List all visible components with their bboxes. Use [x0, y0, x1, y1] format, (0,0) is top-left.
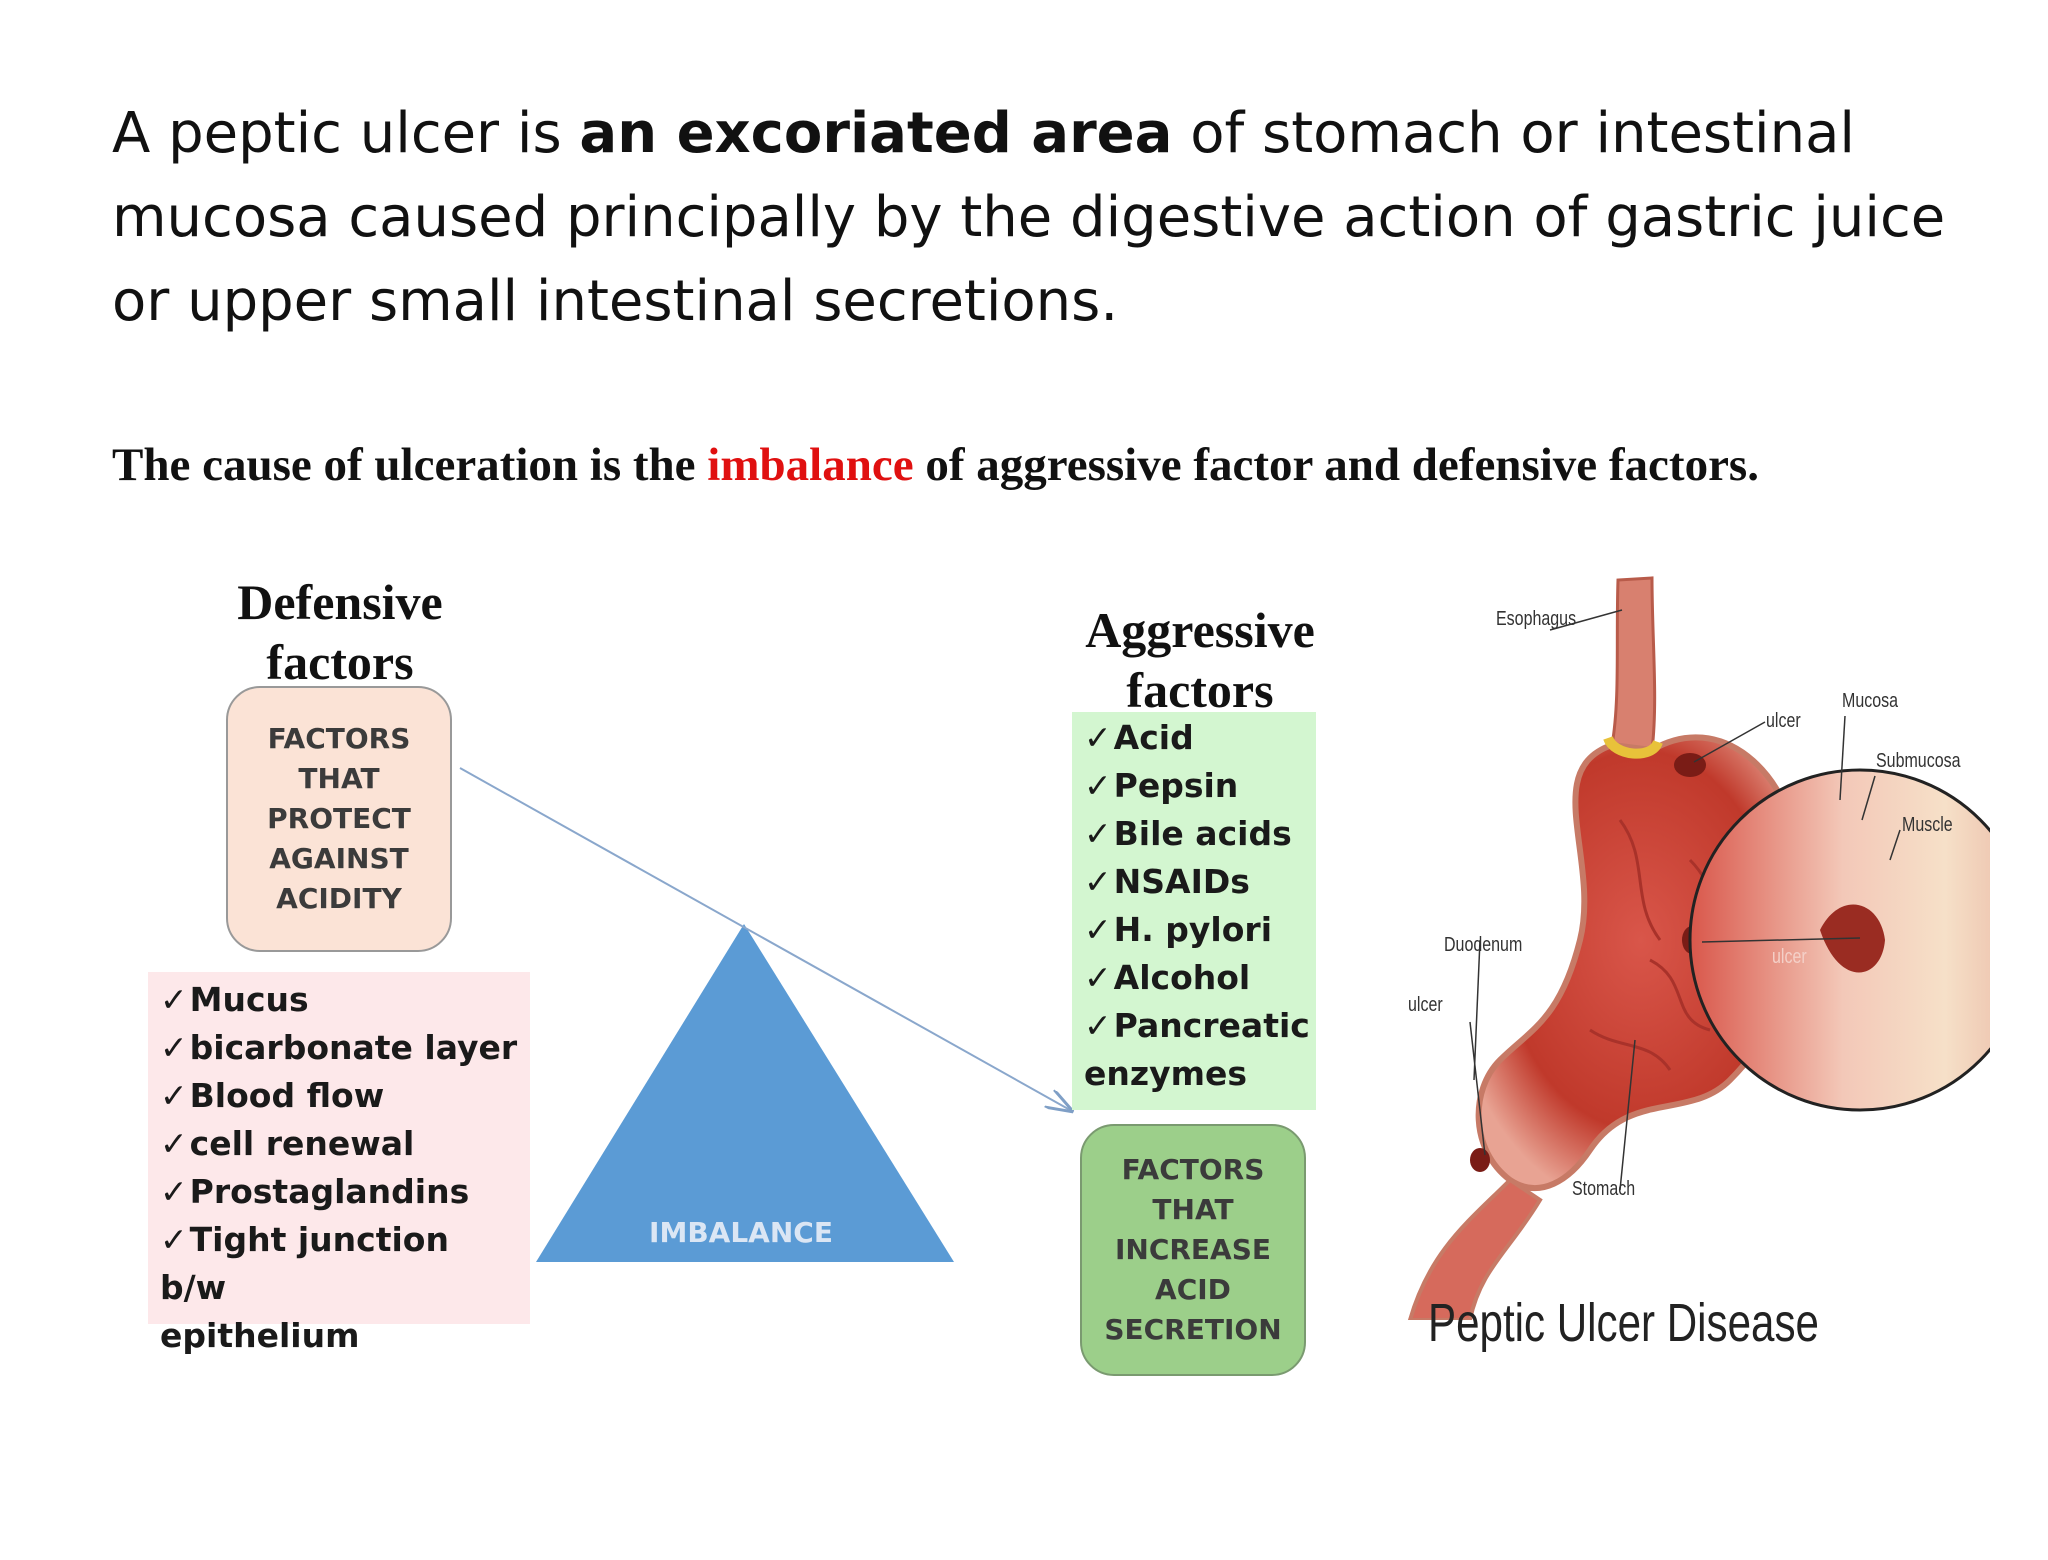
check-icon: ✓	[1084, 718, 1112, 757]
check-icon: ✓	[1084, 862, 1112, 901]
cause-text-2: of aggressive factor and defensive facto…	[913, 439, 1759, 491]
list-item-label: epithelium	[160, 1316, 360, 1355]
leader-line	[1839, 715, 1846, 801]
leader-line	[1693, 721, 1766, 763]
esophagus-shape	[1610, 576, 1657, 752]
definition-text-1: A peptic ulcer is	[112, 101, 580, 166]
label-submucosa: Submucosa	[1876, 750, 1961, 772]
list-item: ✓Acid	[1084, 714, 1312, 762]
leader-line	[1861, 775, 1876, 821]
defensive-heading: Defensive factors	[237, 574, 443, 690]
list-item: ✓H. pylori	[1084, 906, 1312, 954]
check-icon: ✓	[1084, 958, 1112, 997]
list-item-label: Pepsin	[1113, 766, 1239, 805]
label-mucosa: Mucosa	[1842, 690, 1899, 712]
list-item-label: Prostaglandins	[189, 1172, 470, 1211]
list-item: ✓bicarbonate layer	[160, 1024, 524, 1072]
check-icon: ✓	[160, 1220, 188, 1259]
cause-text-1: The cause of ulceration is the	[112, 439, 708, 491]
aggressive-heading: Aggressive factors	[1085, 602, 1315, 718]
list-item-label: H. pylori	[1113, 910, 1273, 949]
list-item-continuation: enzymes	[1084, 1050, 1312, 1098]
list-item-label: Alcohol	[1113, 958, 1251, 997]
check-icon: ✓	[160, 1172, 188, 1211]
list-item-label: Bile acids	[1113, 814, 1292, 853]
sphincter-shape	[1603, 735, 1663, 759]
check-icon: ✓	[160, 980, 188, 1019]
definition-paragraph: A peptic ulcer is an excoriated area of …	[112, 92, 1972, 344]
list-item-label: Pancreatic	[1113, 1006, 1310, 1045]
label-stomach: Stomach	[1572, 1178, 1636, 1200]
leader-line	[1619, 1039, 1636, 1191]
list-item-label: NSAIDs	[1113, 862, 1250, 901]
definition-text-2: of stomach or intestinal mucosa caused p…	[112, 101, 1946, 334]
label-ulcer-mid: ulcer	[1772, 946, 1807, 968]
label-ulcer-left: ulcer	[1408, 994, 1443, 1016]
cause-highlight-imbalance: imbalance	[707, 439, 914, 491]
protect-box-text: FACTORS THAT PROTECT AGAINST ACIDITY	[267, 722, 411, 915]
list-item-label: Mucus	[189, 980, 309, 1019]
imbalance-triangle	[536, 924, 954, 1262]
leader-line	[1889, 829, 1901, 861]
label-ulcer-top: ulcer	[1766, 710, 1801, 732]
definition-bold-term: an excoriated area	[579, 101, 1173, 166]
aggressive-factors-list: ✓Acid ✓Pepsin ✓Bile acids ✓NSAIDs ✓H. py…	[1072, 712, 1316, 1110]
list-item: ✓Mucus	[160, 976, 524, 1024]
illustration-caption: Peptic Ulcer Disease	[1428, 1293, 1819, 1353]
list-item-label: Tight junction b/w	[160, 1220, 449, 1307]
list-item: ✓Prostaglandins	[160, 1168, 524, 1216]
imbalance-label: IMBALANCE	[649, 1216, 833, 1249]
leader-line	[1469, 1021, 1486, 1156]
list-item-label: bicarbonate layer	[189, 1028, 518, 1067]
list-item: ✓Pepsin	[1084, 762, 1312, 810]
list-item: ✓Alcohol	[1084, 954, 1312, 1002]
check-icon: ✓	[1084, 1006, 1112, 1045]
list-item: ✓Pancreatic	[1084, 1002, 1312, 1050]
check-icon: ✓	[1084, 814, 1112, 853]
list-item-label: Blood flow	[189, 1076, 385, 1115]
stomach-illustration	[1407, 576, 1990, 1320]
leader-line	[1549, 609, 1623, 631]
balance-beam-arrow	[459, 767, 1070, 1110]
ulcer-spot-top	[1674, 753, 1706, 777]
check-icon: ✓	[160, 1124, 188, 1163]
label-esophagus: Esophagus	[1496, 608, 1577, 630]
list-item: ✓NSAIDs	[1084, 858, 1312, 906]
list-item: ✓Blood flow	[160, 1072, 524, 1120]
list-item-label: Acid	[1113, 718, 1194, 757]
check-icon: ✓	[160, 1028, 188, 1067]
gastric-folds	[1589, 819, 1741, 1071]
label-duodenum: Duodenum	[1444, 934, 1523, 956]
duodenum-shape	[1407, 1177, 1543, 1320]
list-item-label: cell renewal	[189, 1124, 415, 1163]
protect-against-acidity-box: FACTORS THAT PROTECT AGAINST ACIDITY	[226, 686, 452, 952]
check-icon: ✓	[1084, 766, 1112, 805]
label-muscle: Muscle	[1902, 814, 1953, 836]
cause-sentence: The cause of ulceration is the imbalance…	[112, 438, 2012, 492]
check-icon: ✓	[160, 1076, 188, 1115]
increase-acid-secretion-box: FACTORS THAT INCREASE ACID SECRETION	[1080, 1124, 1306, 1376]
defensive-factors-list: ✓Mucus ✓bicarbonate layer ✓Blood flow ✓c…	[148, 972, 530, 1355]
leader-line	[1473, 939, 1481, 1081]
increase-box-text: FACTORS THAT INCREASE ACID SECRETION	[1104, 1153, 1282, 1346]
check-icon: ✓	[1084, 910, 1112, 949]
ulcer-spot-duodenum	[1470, 1148, 1490, 1172]
list-item: ✓cell renewal	[160, 1120, 524, 1168]
list-item: ✓Tight junction b/w	[160, 1216, 524, 1312]
list-item-label: enzymes	[1084, 1054, 1248, 1093]
list-item: ✓Bile acids	[1084, 810, 1312, 858]
leader-line	[1701, 937, 1861, 943]
list-item-continuation: epithelium	[160, 1312, 524, 1360]
